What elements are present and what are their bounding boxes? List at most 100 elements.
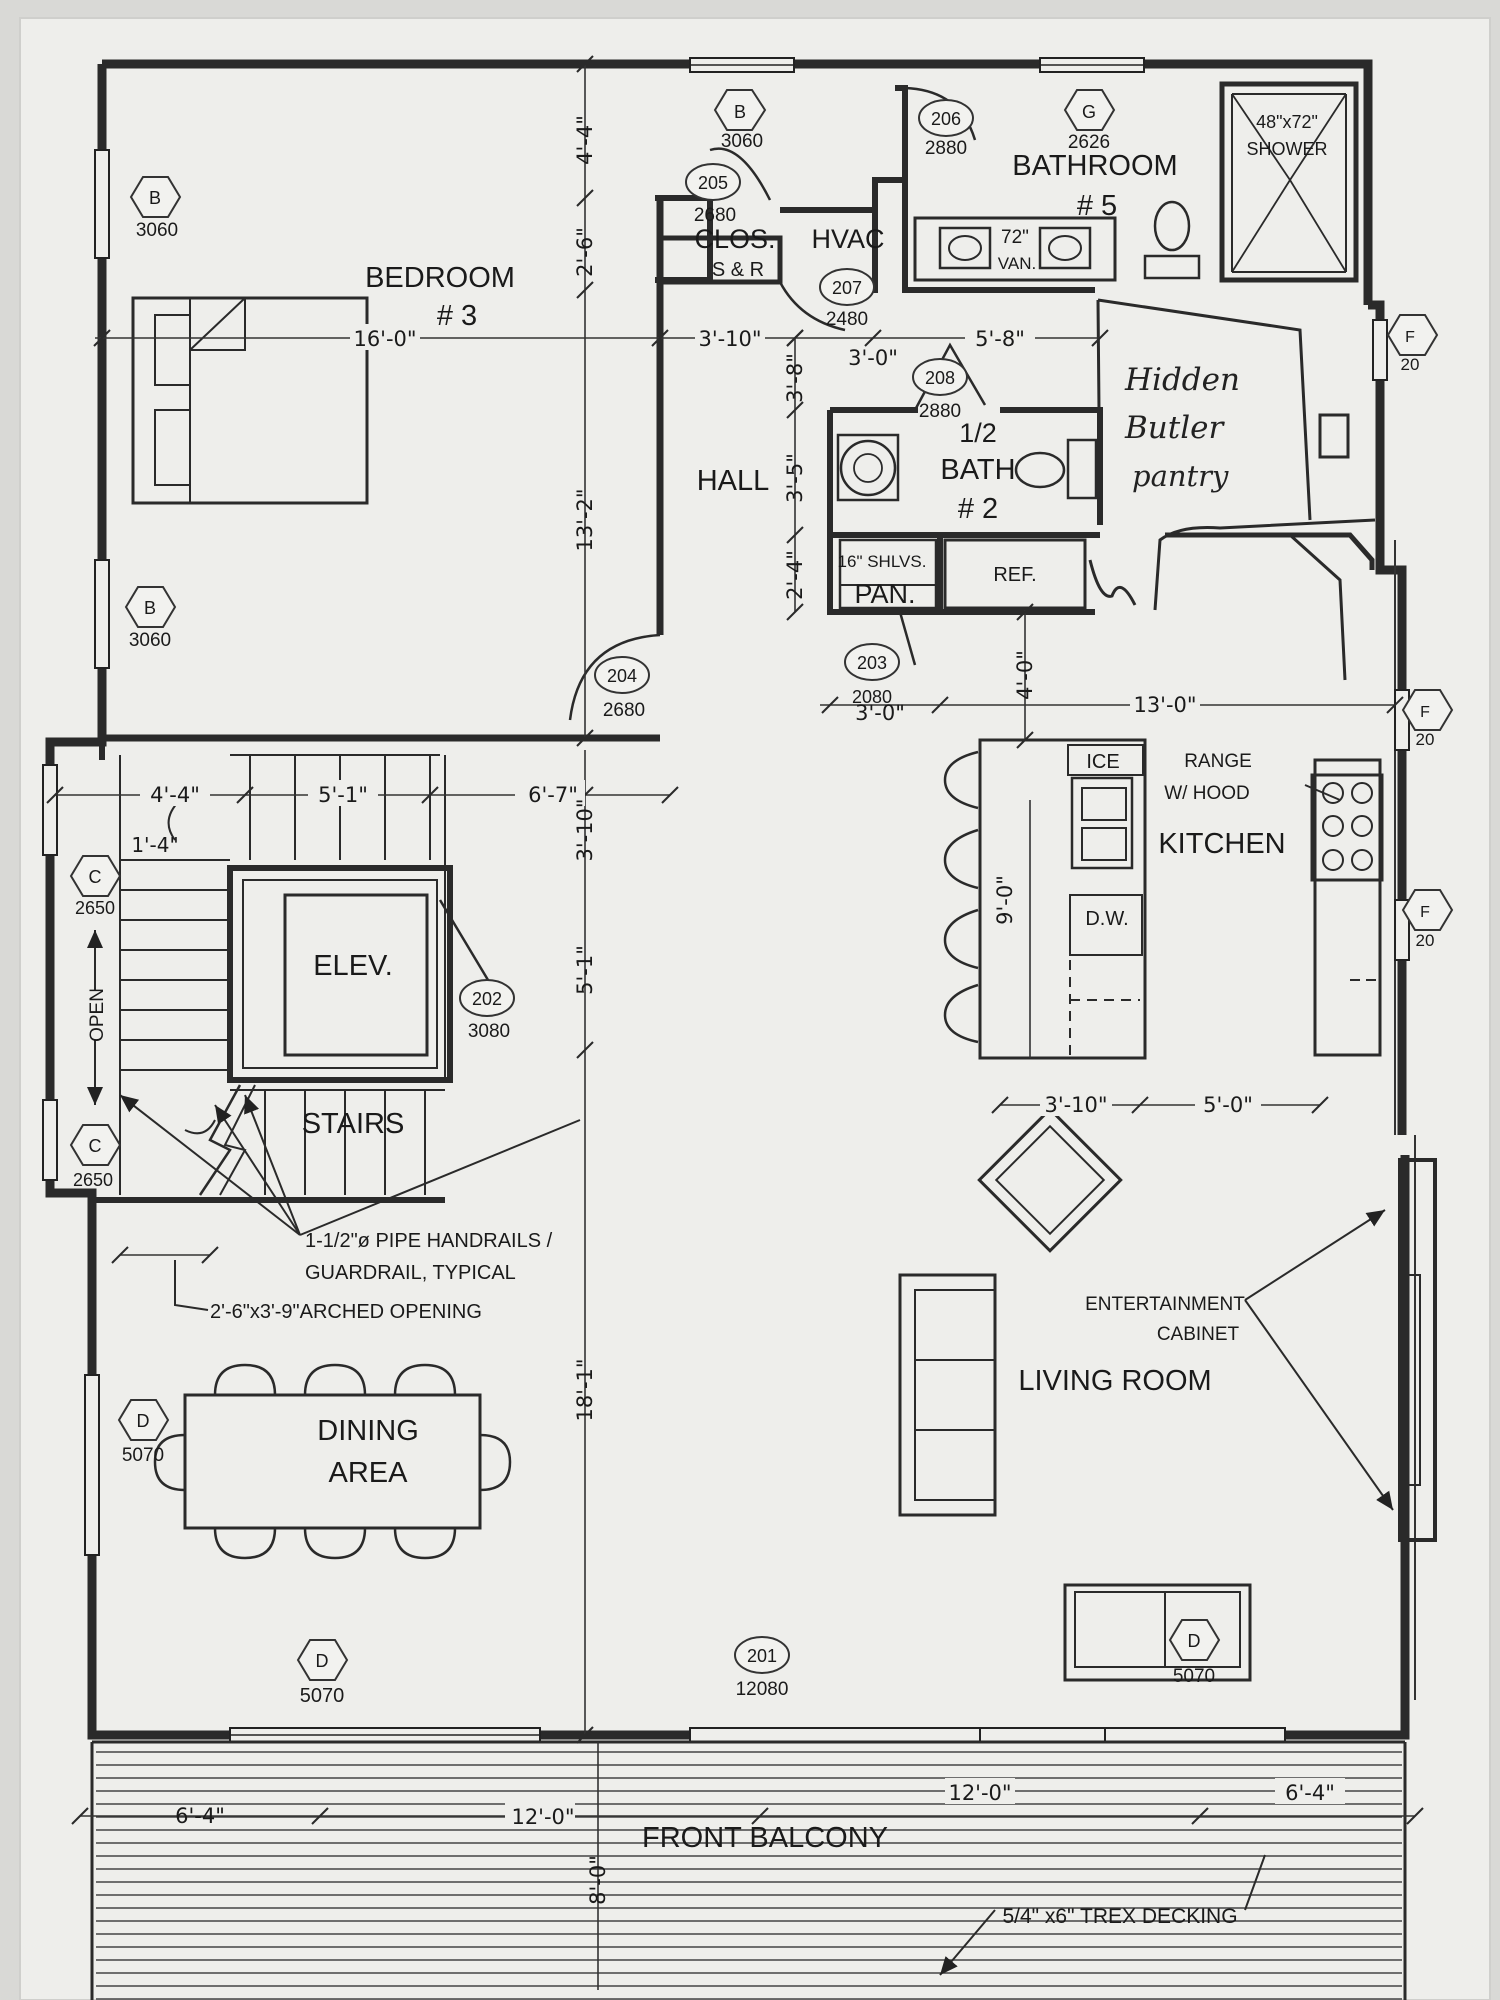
dimension-tick	[821, 696, 839, 714]
svg-text:5'-1": 5'-1"	[573, 945, 597, 995]
dimension-tick	[1091, 329, 1109, 347]
dimension-tick	[576, 55, 594, 73]
svg-text:CABINET: CABINET	[1157, 1324, 1240, 1345]
svg-text:G: G	[1082, 102, 1096, 122]
dimension-tick	[864, 329, 882, 347]
svg-text:B: B	[734, 102, 746, 122]
svg-text:2'-4": 2'-4"	[783, 550, 807, 600]
dining-table	[183, 1393, 482, 1530]
dimension-tick	[1016, 731, 1034, 749]
svg-text:2650: 2650	[75, 898, 115, 918]
dimension-tick	[786, 401, 804, 419]
dimension-tick	[421, 786, 439, 804]
svg-text:B: B	[149, 188, 161, 208]
svg-text:REF.: REF.	[993, 564, 1036, 586]
living-room-label: LIVING ROOM	[1018, 1365, 1211, 1397]
dimension-tick	[1131, 1096, 1149, 1114]
plan-notes: 1-1/2"ø PIPE HANDRAILS / GUARDRAIL, TYPI…	[210, 362, 1240, 1323]
dimension-tick	[651, 329, 669, 347]
furniture	[131, 200, 1384, 1682]
svg-text:9'-0": 9'-0"	[993, 875, 1017, 925]
svg-text:BATH: BATH	[940, 454, 1015, 486]
svg-text:12'-0": 12'-0"	[948, 1781, 1011, 1805]
svg-text:4'-4": 4'-4"	[573, 115, 597, 165]
svg-text:F: F	[1420, 704, 1430, 721]
svg-text:3060: 3060	[129, 630, 171, 651]
svg-text:6'-7": 6'-7"	[528, 783, 578, 807]
svg-text:3'-10": 3'-10"	[698, 327, 761, 351]
svg-text:3'-5": 3'-5"	[783, 453, 807, 503]
svg-text:12'-0": 12'-0"	[511, 1805, 574, 1829]
svg-text:pantry: pantry	[1132, 459, 1229, 493]
svg-text:203: 203	[857, 653, 887, 673]
svg-text:2480: 2480	[826, 309, 868, 330]
svg-text:3080: 3080	[468, 1021, 510, 1042]
front-balcony-label: FRONT BALCONY	[642, 1822, 888, 1854]
svg-text:C: C	[89, 867, 102, 887]
svg-text:20: 20	[1401, 355, 1420, 374]
svg-text:12080: 12080	[736, 1679, 789, 1700]
svg-text:18'-1": 18'-1"	[573, 1358, 597, 1421]
svg-text:SHOWER: SHOWER	[1247, 139, 1328, 159]
dimension-tick	[201, 1246, 219, 1264]
svg-text:2880: 2880	[919, 401, 961, 422]
svg-text:GUARDRAIL, TYPICAL: GUARDRAIL, TYPICAL	[305, 1262, 516, 1284]
svg-text:# 5: # 5	[1077, 190, 1117, 222]
svg-text:20: 20	[1416, 931, 1435, 950]
svg-text:VAN.: VAN.	[998, 254, 1036, 273]
svg-text:C: C	[89, 1136, 102, 1156]
dimension-tick	[1406, 1807, 1424, 1825]
svg-text:3060: 3060	[136, 220, 178, 241]
dimension-tick	[71, 1807, 89, 1825]
svg-text:3'-0": 3'-0"	[855, 701, 905, 725]
svg-text:1'-4": 1'-4"	[131, 833, 178, 857]
dimension-tick	[311, 1807, 329, 1825]
balcony-decking	[96, 1751, 1402, 2000]
dimension-tick	[1191, 1807, 1209, 1825]
dimension-tick	[111, 1246, 129, 1264]
svg-text:B: B	[144, 598, 156, 618]
svg-text:# 2: # 2	[958, 493, 998, 525]
dimension-tick	[576, 1041, 594, 1059]
kitchen-label: KITCHEN	[1158, 828, 1285, 860]
svg-text:2880: 2880	[925, 138, 967, 159]
svg-text:HALL: HALL	[697, 465, 770, 497]
svg-text:S & R: S & R	[712, 259, 764, 281]
svg-text:HVAC: HVAC	[811, 224, 884, 254]
svg-text:2680: 2680	[603, 700, 645, 721]
dimension-tick	[931, 696, 949, 714]
bedroom-label: BEDROOM	[365, 262, 515, 294]
svg-text:D: D	[1188, 1631, 1201, 1651]
elevator-label: ELEV.	[313, 950, 393, 982]
svg-text:2680: 2680	[694, 205, 736, 226]
dimension-tick	[576, 729, 594, 747]
dimension-tick	[786, 329, 804, 347]
svg-text:202: 202	[472, 989, 502, 1009]
door-tags: 201 12080 202 3080 203 2080 204 2680 205…	[459, 99, 974, 1700]
svg-text:5'-0": 5'-0"	[1203, 1093, 1253, 1117]
dimension-labels: 16'-0" 3'-10" 3'-0" 5'-8" 4'-4" 2'-6" 13…	[131, 115, 1345, 1905]
svg-text:206: 206	[931, 109, 961, 129]
half-bath-sink-icon	[839, 439, 897, 497]
svg-text:2080: 2080	[852, 687, 892, 707]
svg-text:D: D	[137, 1411, 150, 1431]
svg-text:5070: 5070	[1173, 1666, 1215, 1687]
kitchen-island	[978, 738, 1147, 1060]
dimension-tick	[576, 189, 594, 207]
svg-text:208: 208	[925, 368, 955, 388]
dining-label: DINING	[317, 1415, 419, 1447]
bed	[131, 296, 369, 505]
dimension-tick	[576, 281, 594, 299]
svg-text:6'-4": 6'-4"	[1285, 1781, 1335, 1805]
svg-text:3'-10": 3'-10"	[1044, 1093, 1107, 1117]
dimension-tick	[1311, 1096, 1329, 1114]
svg-text:205: 205	[698, 173, 728, 193]
svg-text:2'-6"x3'-9"ARCHED OPENING: 2'-6"x3'-9"ARCHED OPENING	[210, 1301, 482, 1323]
svg-text:CLOS.: CLOS.	[694, 224, 775, 254]
svg-text:6'-4": 6'-4"	[175, 1804, 225, 1828]
dimension-tick	[93, 329, 111, 347]
stairs-label: STAIRS	[302, 1108, 405, 1140]
dimension-tick	[576, 1726, 594, 1744]
paper-sheet	[20, 18, 1490, 2000]
svg-text:OPEN: OPEN	[87, 988, 108, 1042]
